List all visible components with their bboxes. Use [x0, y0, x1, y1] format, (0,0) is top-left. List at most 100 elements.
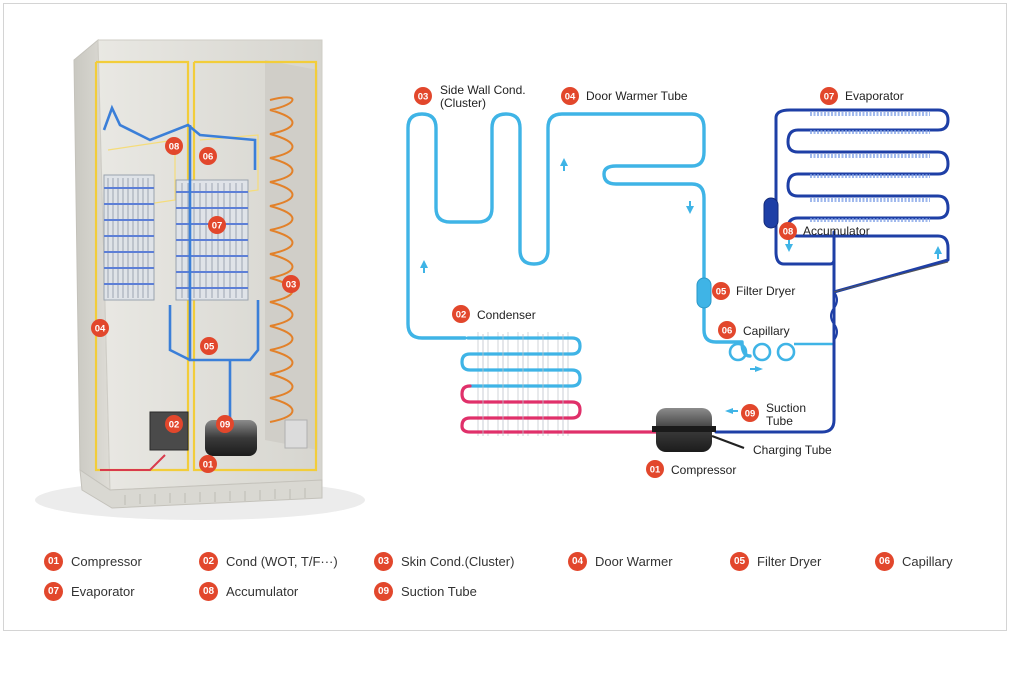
red-bottom-tube	[100, 454, 166, 471]
leader-line	[833, 261, 949, 293]
svg-text:Capillary: Capillary	[743, 324, 790, 338]
legend-item-evaporator: 07 Evaporator	[44, 580, 135, 602]
svg-text:Side Wall Cond.: Side Wall Cond.	[440, 83, 526, 97]
evaporator-coil	[714, 108, 950, 434]
svg-text:Condenser: Condenser	[477, 308, 536, 322]
svg-text:Door Warmer Tube: Door Warmer Tube	[586, 89, 688, 103]
svg-text:08: 08	[169, 142, 180, 153]
photo-badge-door-warmer: 04	[91, 319, 109, 337]
legend-label: Door Warmer	[595, 553, 673, 569]
svg-text:Evaporator: Evaporator	[845, 89, 904, 103]
photo-badge-filter: 05	[200, 337, 218, 355]
photo-badges: 08 06 07 04 03 05 02 09 01	[91, 137, 300, 473]
svg-text:05: 05	[716, 287, 727, 298]
svg-text:02: 02	[169, 420, 180, 431]
svg-text:Accumulator: Accumulator	[803, 224, 870, 238]
evaporator-coil-right	[175, 179, 249, 301]
number-badge-icon: 03	[374, 551, 393, 571]
number-badge-icon: 05	[730, 551, 749, 571]
photo-badge-side-wall: 03	[282, 275, 300, 293]
svg-text:01: 01	[650, 465, 661, 476]
legend-item-compressor: 01 Compressor	[44, 550, 142, 572]
legend-label: Compressor	[71, 553, 142, 569]
legend-label: Filter Dryer	[757, 553, 822, 569]
evaporator-coil-left	[103, 174, 155, 301]
svg-text:05: 05	[204, 342, 215, 353]
legend-label: Evaporator	[71, 583, 135, 599]
svg-text:03: 03	[286, 280, 297, 291]
compressor	[652, 408, 745, 452]
base-vents	[124, 488, 306, 505]
svg-text:Tube: Tube	[766, 414, 793, 428]
legend-label: Suction Tube	[401, 583, 477, 599]
svg-text:06: 06	[722, 326, 733, 337]
svg-text:Compressor: Compressor	[671, 463, 736, 477]
legend-label: Cond (WOT, T/F···)	[226, 553, 338, 569]
photo-badge-accumulator: 08	[165, 137, 183, 155]
arrow-up-icon	[934, 246, 942, 259]
refrigeration-figure: 08 06 07 04 03 05 02 09 01	[35, 38, 950, 520]
number-badge-icon: 09	[374, 581, 393, 601]
svg-text:07: 07	[212, 221, 223, 232]
photo-badge-compressor: 01	[199, 455, 217, 473]
arrow-up-icon	[420, 260, 428, 273]
arrow-down-icon	[785, 239, 793, 252]
svg-text:01: 01	[203, 460, 214, 471]
svg-text:04: 04	[565, 92, 576, 103]
photo-badge-capillary: 06	[199, 147, 217, 165]
svg-text:02: 02	[456, 310, 467, 321]
label-door-warmer-tube: 04 Door Warmer Tube	[561, 87, 688, 105]
label-capillary: 06 Capillary	[718, 321, 790, 339]
photo-badge-suction: 09	[216, 415, 234, 433]
legend-item-skin-condenser: 03 Skin Cond.(Cluster)	[374, 550, 514, 572]
legend-item-door-warmer: 04 Door Warmer	[568, 550, 673, 572]
photo-badge-evaporator: 07	[208, 216, 226, 234]
condenser-coil	[460, 332, 662, 436]
legend-item-accumulator: 08 Accumulator	[199, 580, 298, 602]
label-condenser: 02 Condenser	[452, 305, 536, 323]
label-charging-tube: Charging Tube	[753, 443, 832, 457]
number-badge-icon: 06	[875, 551, 894, 571]
svg-text:(Cluster): (Cluster)	[440, 96, 486, 110]
number-badge-icon: 08	[199, 581, 218, 601]
legend-item-capillary: 06 Capillary	[875, 550, 953, 572]
label-filter-dryer: 05 Filter Dryer	[712, 282, 795, 300]
blue-refrigerant-tubes	[102, 104, 260, 420]
flow-arrows	[420, 158, 942, 414]
number-badge-icon: 07	[44, 581, 63, 601]
svg-text:Suction: Suction	[766, 401, 806, 415]
label-evaporator: 07 Evaporator	[820, 87, 904, 105]
legend-label: Skin Cond.(Cluster)	[401, 553, 515, 569]
label-compressor: 01 Compressor	[646, 460, 736, 478]
arrow-left-icon	[725, 408, 738, 414]
svg-text:09: 09	[220, 420, 231, 431]
arrow-down-icon	[686, 201, 694, 214]
legend-item-filter-dryer: 05 Filter Dryer	[730, 550, 821, 572]
svg-text:06: 06	[203, 152, 214, 163]
svg-text:03: 03	[418, 92, 429, 103]
label-accumulator: 08 Accumulator	[779, 222, 870, 240]
number-badge-icon: 04	[568, 551, 587, 571]
label-side-wall-cond: 03 Side Wall Cond. (Cluster)	[414, 83, 526, 110]
arrow-right-icon	[750, 366, 763, 372]
label-suction-tube: 09 Suction Tube	[741, 401, 806, 428]
number-badge-icon: 01	[44, 551, 63, 571]
svg-text:07: 07	[824, 92, 835, 103]
side-wall-condenser-coil	[269, 96, 294, 423]
arrow-up-icon	[560, 158, 568, 171]
svg-text:08: 08	[783, 227, 794, 238]
filter-dryer	[696, 277, 712, 309]
capillary-loops	[728, 342, 834, 362]
legend-item-condenser: 02 Cond (WOT, T/F···)	[199, 550, 338, 572]
svg-text:Charging Tube: Charging Tube	[753, 443, 832, 457]
legend-label: Capillary	[902, 553, 953, 569]
accumulator	[763, 197, 779, 229]
charging-tube	[711, 434, 745, 450]
svg-text:09: 09	[745, 409, 756, 420]
number-badge-icon: 02	[199, 551, 218, 571]
legend-item-suction-tube: 09 Suction Tube	[374, 580, 477, 602]
drain-pan	[284, 419, 308, 449]
svg-text:Filter Dryer: Filter Dryer	[736, 284, 795, 298]
svg-text:04: 04	[95, 324, 106, 335]
legend-label: Accumulator	[226, 583, 299, 599]
